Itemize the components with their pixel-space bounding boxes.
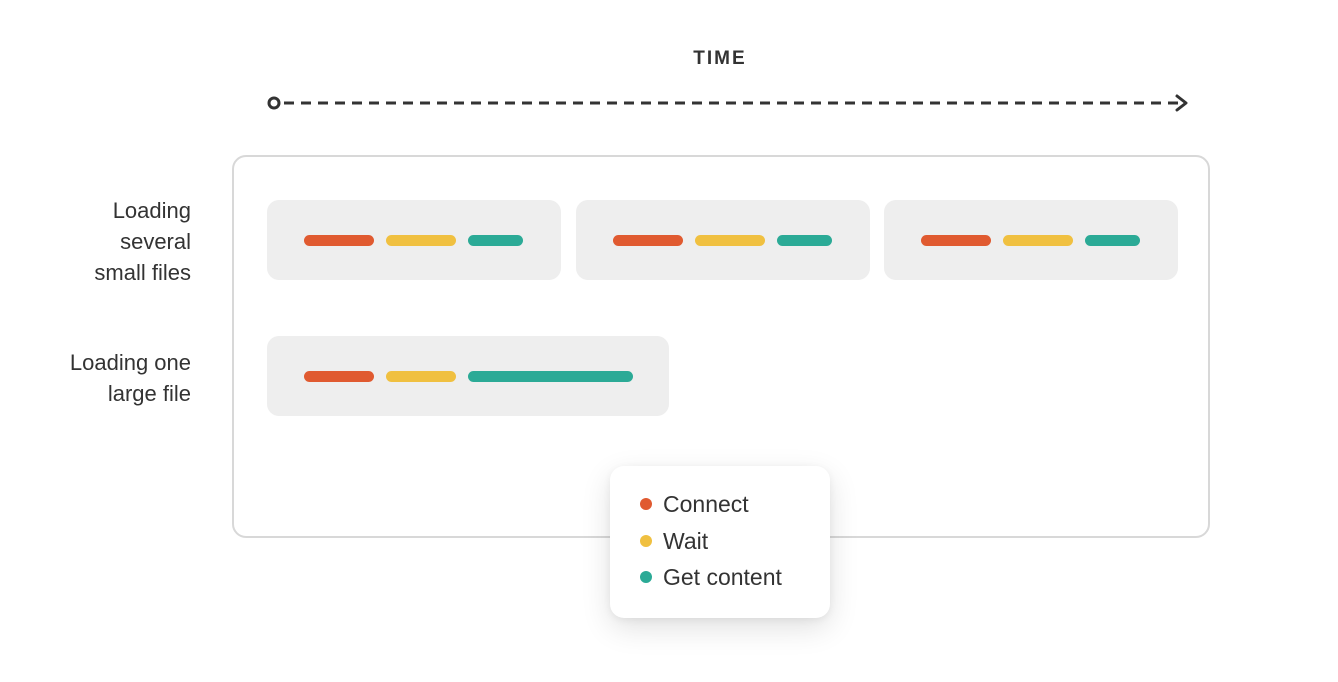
- time-axis-arrow: [267, 94, 1188, 112]
- row-label-line: small files: [94, 260, 191, 285]
- small-file-box-1: [267, 200, 561, 280]
- connect-segment: [613, 235, 683, 246]
- large-file-box: [267, 336, 669, 416]
- wait-segment: [1003, 235, 1073, 246]
- time-axis-label: TIME: [693, 48, 747, 69]
- small-file-box-2: [576, 200, 870, 280]
- row-label-large-file: Loading one large file: [70, 347, 191, 409]
- row-label-line: large file: [107, 381, 191, 406]
- get-content-segment: [468, 371, 633, 382]
- get-content-segment: [777, 235, 832, 246]
- legend-item-get-content: Get content: [640, 562, 782, 592]
- wait-dot-icon: [640, 535, 652, 547]
- legend-item-wait: Wait: [640, 526, 708, 556]
- get-content-segment: [1085, 235, 1140, 246]
- wait-segment: [386, 235, 456, 246]
- legend-label: Connect: [663, 490, 749, 517]
- get-content-dot-icon: [640, 571, 652, 583]
- get-content-segment: [468, 235, 523, 246]
- wait-segment: [386, 371, 456, 382]
- connect-segment: [304, 235, 374, 246]
- connect-segment: [921, 235, 991, 246]
- legend-label: Wait: [663, 527, 709, 554]
- legend-label: Get content: [663, 563, 782, 590]
- small-file-box-3: [884, 200, 1178, 280]
- connect-dot-icon: [640, 498, 652, 510]
- legend: Connect Wait Get content: [610, 466, 830, 618]
- legend-item-connect: Connect: [640, 489, 749, 519]
- row-label-line: Loading one: [69, 350, 191, 375]
- row-label-line: several: [120, 229, 191, 254]
- connect-segment: [304, 371, 374, 382]
- row-label-line: Loading: [112, 198, 191, 223]
- wait-segment: [695, 235, 765, 246]
- row-label-small-files: Loading several small files: [94, 195, 191, 288]
